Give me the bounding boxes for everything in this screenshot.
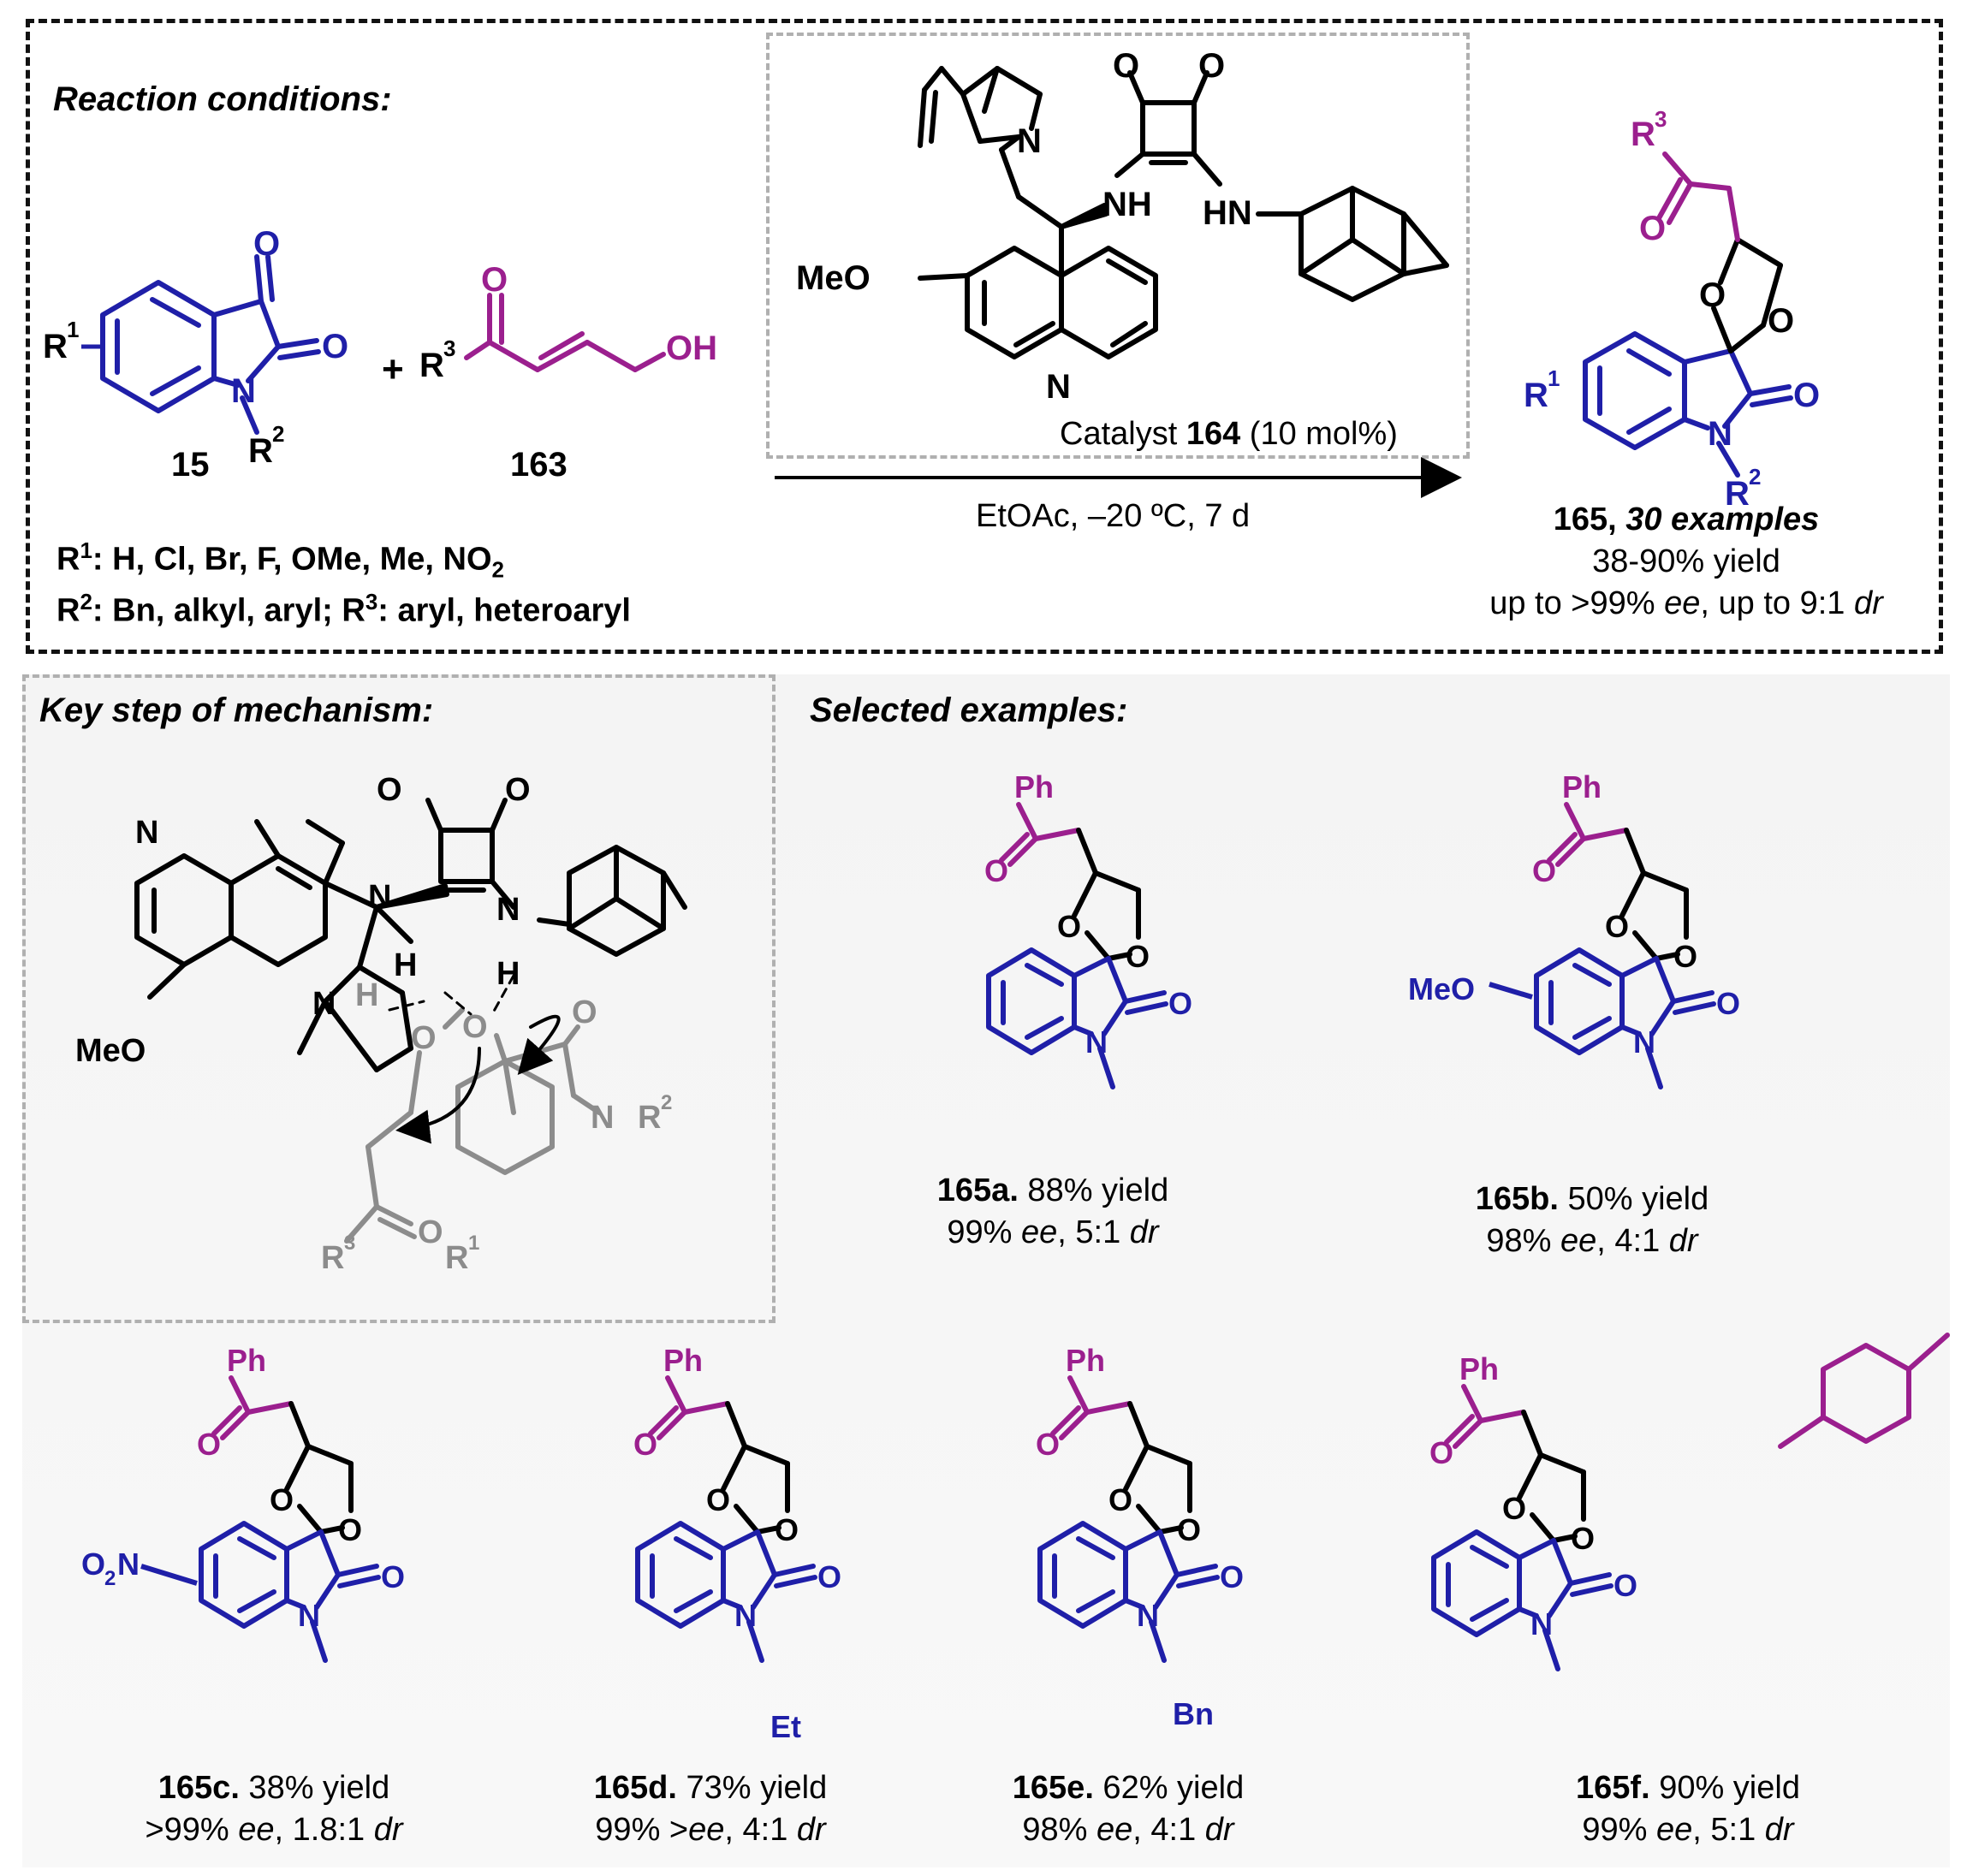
mech-h-amide: H — [394, 947, 417, 983]
reaction-conditions-frame — [26, 19, 1943, 654]
mechanism-structure — [134, 798, 687, 1244]
enone-r3-sup: 3 — [443, 335, 455, 361]
mech-n-amide2: N — [496, 892, 520, 928]
example-165d-et: Et — [770, 1709, 801, 1744]
label-15: 15 — [171, 446, 210, 484]
mech-h-amide2: H — [496, 956, 520, 992]
isatin-lactam-o: O — [322, 328, 348, 365]
product-dioxolane-o1: O — [1699, 276, 1726, 314]
catalyst-meo: MeO — [796, 259, 871, 297]
example-165b-meo: MeO — [1408, 971, 1475, 1006]
product-r3-sup: 3 — [1655, 106, 1667, 132]
mechanism-heading: Key step of mechanism: — [39, 692, 434, 729]
example-caption-165d: 165d. 73% yield 99% >ee, 4:1 dr — [593, 1770, 828, 1848]
mech-r1-sup: 1 — [468, 1232, 479, 1255]
example-165e-bn: Bn — [1173, 1696, 1214, 1731]
mech-r2-sup: 2 — [661, 1091, 672, 1114]
example-165c-no2-n: N — [117, 1547, 140, 1582]
example-165e-structure — [1036, 1343, 1244, 1660]
example-caption-165b: 165b. 50% yield 98% ee, 4:1 dr — [1475, 1181, 1709, 1259]
r2-r3-definition: R2: Bn, alkyl, aryl; R3: aryl, heteroary… — [56, 589, 631, 629]
product-r1-sup: 1 — [1548, 365, 1560, 391]
isatin-r2-sup: 2 — [272, 421, 284, 447]
example-165f-structure — [1429, 1351, 1637, 1669]
isatin-r1-sup: 1 — [67, 317, 79, 342]
example-165c-no2-sub: 2 — [104, 1567, 116, 1590]
product-summary: 165, 30 examples 38-90% yield up to >99%… — [1489, 502, 1883, 621]
catalyst-squaramide-o1: O — [1113, 47, 1139, 85]
reaction-conditions-heading: Reaction conditions: — [53, 80, 392, 118]
label-163: 163 — [510, 446, 568, 484]
example-caption-165a: 165a. 88% yield 99% ee, 5:1 dr — [936, 1172, 1169, 1250]
catalyst-nh-left: NH — [1102, 186, 1152, 223]
mech-squaramide-o2: O — [505, 772, 531, 808]
example-165c-structure — [197, 1343, 405, 1660]
example-165b-structure — [1532, 769, 1740, 1087]
product-r2-sup: 2 — [1749, 464, 1761, 490]
example-165a-structure — [984, 769, 1192, 1087]
mech-n-lactam: N — [591, 1100, 614, 1136]
isatin-r1: R — [43, 328, 68, 365]
mech-r2: R — [638, 1100, 661, 1136]
product-r1: R — [1524, 377, 1548, 414]
isatin-r2: R — [248, 432, 273, 470]
catalyst-label: Catalyst 164 (10 mol%) — [1060, 416, 1398, 452]
product-n: N — [1708, 415, 1732, 453]
mech-enone-o: O — [418, 1214, 443, 1250]
example-caption-165c: 165c. 38% yield >99% ee, 1.8:1 dr — [145, 1770, 403, 1848]
mech-r3: R — [321, 1240, 344, 1276]
mech-n-quinuclidine: N — [312, 986, 336, 1022]
mech-h-hydroxyl: H — [355, 977, 378, 1013]
product-r2: R — [1725, 475, 1750, 513]
mech-r1: R — [445, 1240, 468, 1276]
catalyst-squaramide-o2: O — [1198, 47, 1225, 85]
example-caption-165e: 165e. 62% yield 98% ee, 4:1 dr — [1012, 1770, 1245, 1848]
mech-squaramide-o1: O — [377, 772, 402, 808]
examples-heading: Selected examples: — [810, 692, 1128, 729]
example-165c-no2-o: O — [81, 1547, 105, 1582]
catalyst-hn-right: HN — [1203, 194, 1252, 232]
mech-o-ketone: O — [462, 1009, 488, 1045]
enone-163-structure — [464, 293, 666, 372]
enone-oh: OH — [666, 329, 717, 367]
product-dioxolane-o2: O — [1768, 302, 1794, 340]
isatin-n: N — [231, 372, 256, 410]
enone-r3: R — [419, 347, 444, 384]
mech-n-amide: N — [368, 879, 391, 915]
reaction-conditions-text: EtOAc, ‒20 ºC, 7 d — [976, 498, 1251, 534]
mechanism-frame — [22, 674, 776, 1323]
mech-o-lactam: O — [572, 994, 597, 1030]
isatin-ketone-o: O — [253, 225, 280, 263]
r1-definition: R1: H, Cl, Br, F, OMe, Me, NO2 — [56, 537, 505, 583]
product-lactam-o: O — [1793, 377, 1820, 414]
catalyst-frame — [766, 33, 1470, 459]
isatin-15-structure — [100, 254, 321, 435]
plus-sign: + — [382, 348, 404, 390]
example-165d-structure — [633, 1343, 841, 1660]
product-165-structure — [1583, 151, 1793, 478]
catalyst-n-quinuclidine: N — [1017, 122, 1042, 160]
catalyst-164-structure — [918, 66, 1449, 359]
catalyst-n-quinoline: N — [1046, 368, 1071, 406]
mech-meo: MeO — [75, 1033, 146, 1069]
example-caption-165f: 165f. 90% yield 99% ee, 5:1 dr — [1576, 1770, 1800, 1848]
product-r3: R — [1631, 116, 1655, 153]
example-165f-tolyl — [1778, 1333, 1950, 1449]
mech-quinoline-n: N — [135, 815, 158, 851]
enone-o: O — [481, 261, 508, 299]
mech-r3-sup: 3 — [344, 1232, 355, 1255]
product-ketone-o: O — [1639, 210, 1666, 247]
mech-o-hydroxyl: O — [411, 1020, 437, 1056]
